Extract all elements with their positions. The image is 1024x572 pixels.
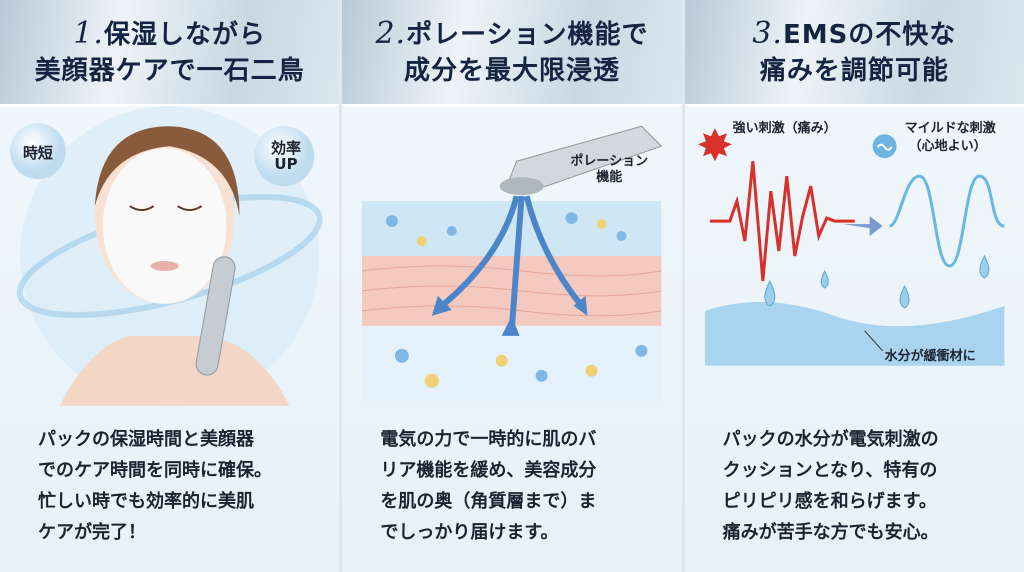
panel-description: パックの水分が電気刺激の クッションとなり、特有の ピリピリ感を和らげます。 痛… <box>685 406 1024 572</box>
body-line: でしっかり届けます。 <box>380 522 559 543</box>
title-line1: 3.EMSの不快な <box>752 16 956 53</box>
title-line1: 1.保湿しながら <box>73 16 266 53</box>
body-line: リア機能を緩め、美容成分 <box>380 460 597 481</box>
legend-strong-stimulus: 強い刺激（痛み） <box>732 121 837 136</box>
bubble <box>9 123 66 180</box>
panel-number: 3. <box>752 15 783 51</box>
panel-header: 3.EMSの不快な 痛みを調節可能 <box>684 0 1024 106</box>
body-line: ケアが完了！ <box>38 522 146 543</box>
body-line: でのケア時間を同時に確保。 <box>38 460 272 481</box>
bubble-time-saving: 時短 <box>23 144 53 162</box>
body-line: 忙しい時でも効率的に美肌 <box>38 491 254 512</box>
ems-wave-illustration: 強い刺激（痛み） マイルドな刺激 （心地よい） 水分が緩衝材に <box>685 106 1024 406</box>
bubble-efficiency: 効率 UP <box>270 139 301 173</box>
body-line: パックの保湿時間と美顔器 <box>38 429 254 450</box>
panel-poration: 2.ポレーション機能で 成分を最大限浸透 ポレーション 機能 電気の力で一時的に… <box>342 0 682 572</box>
panel-header: 2.ポレーション機能で 成分を最大限浸透 <box>342 0 682 106</box>
poration-label: ポレーション 機能 <box>570 154 649 185</box>
panel-description: 電気の力で一時的に肌のバ リア機能を緩め、美容成分 を肌の奥（角質層まで）ま で… <box>342 406 681 572</box>
body-line: ピリピリ感を和らげます。 <box>722 491 937 512</box>
title-line2: 成分を最大限浸透 <box>403 55 620 86</box>
panel-header: 1.保湿しながら 美顔器ケアで一石二鳥 <box>0 0 340 106</box>
title-text: ポレーション機能で <box>406 19 649 50</box>
legend-mild-note: （心地よい） <box>908 139 987 154</box>
panel-ems: 3.EMSの不快な 痛みを調節可能 強い刺激（痛み） マイルドな刺激 （心地よい… <box>684 0 1024 572</box>
title-text: EMSの不快な <box>782 19 957 50</box>
body-line: パックの水分が電気刺激の <box>722 429 939 450</box>
title-line1: 2.ポレーション機能で <box>375 16 648 53</box>
water-cushion-label: 水分が緩衝材に <box>884 349 976 364</box>
panel-number: 2. <box>375 15 407 51</box>
body-line: 痛みが苦手な方でも安心。 <box>722 522 939 543</box>
panel-number: 1. <box>73 15 104 51</box>
body-line: 電気の力で一時的に肌のバ <box>380 429 597 450</box>
face-mask-illustration: 時短 効率 UP <box>0 106 339 406</box>
title-line2: 痛みを調節可能 <box>759 55 949 86</box>
body-line: クッションとなり、特有の <box>722 460 938 481</box>
legend-mild-stimulus: マイルドな刺激 <box>904 121 996 136</box>
pain-burst-icon <box>697 128 732 162</box>
panel-description: パックの保湿時間と美顔器 でのケア時間を同時に確保。 忙しい時でも効率的に美肌 … <box>0 406 339 572</box>
skin-layer-illustration: ポレーション 機能 <box>342 106 681 406</box>
title-line2: 美顔器ケアで一石二鳥 <box>34 55 305 86</box>
title-text: 保湿しながら <box>103 19 266 50</box>
body-line: を肌の奥（角質層まで）ま <box>380 491 597 512</box>
panel-moisture: 1.保湿しながら 美顔器ケアで一石二鳥 時短 効率 UP パックの保湿時間と美顔… <box>0 0 340 572</box>
